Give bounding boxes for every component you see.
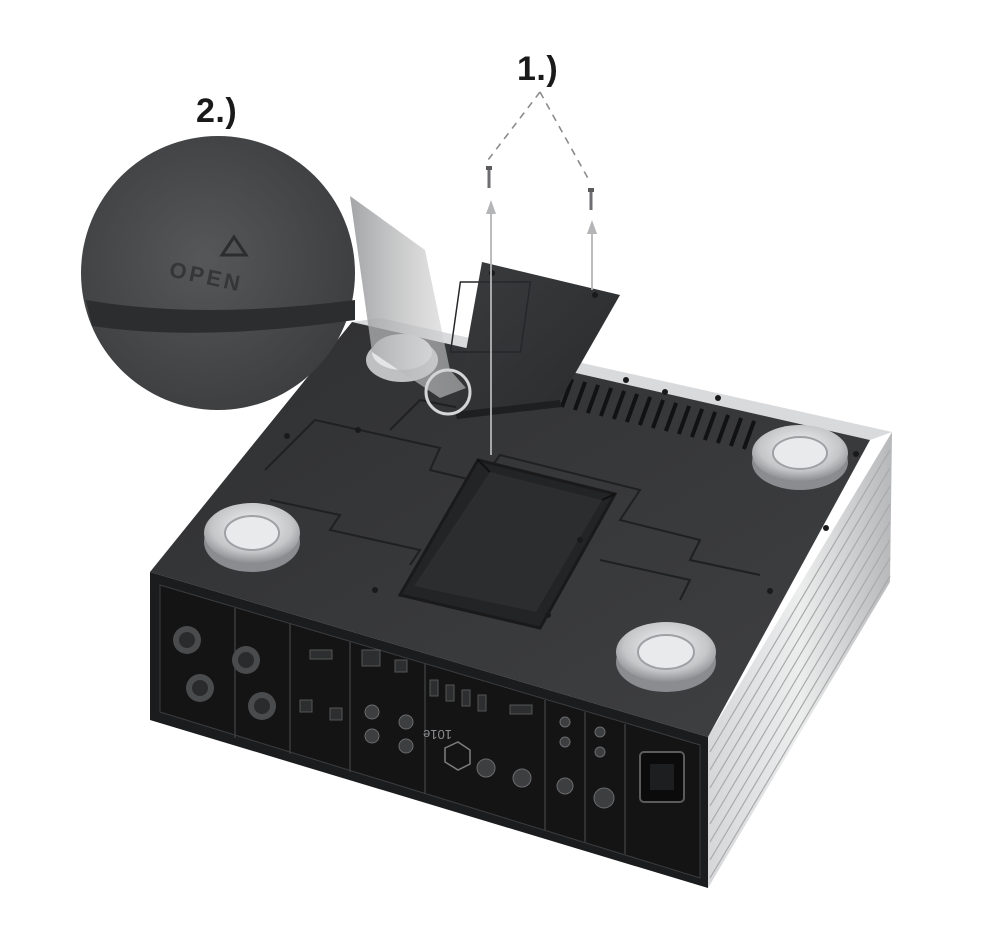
open-triangle-icon [219,234,249,257]
foot-back-right [752,425,848,490]
rear-connector-panel [150,572,708,888]
callout-magnified-circle [81,136,355,410]
battery-cover-plate [449,262,620,419]
vent-slots [559,378,757,450]
battery-compartment-opening [397,458,618,630]
plate-seam-lines [264,398,761,601]
step-2-label: 2.) [196,92,238,130]
lift-arrows [486,200,597,455]
hexagon-logo-icon [444,741,471,771]
rear-badge-text: 101e [423,727,452,742]
foot-front-left [204,503,300,572]
dashed-leader-lines [487,91,591,183]
chassis-right-side [708,432,892,888]
screw-icon [588,188,594,210]
speaker-terminals [173,626,276,720]
screw-icon [486,166,492,188]
callout-cone [350,196,466,398]
step-1-label: 1.) [517,50,559,88]
callout-highlight-ring [424,368,472,416]
foot-front-right [616,622,716,692]
callout-cover-edge [86,300,355,333]
